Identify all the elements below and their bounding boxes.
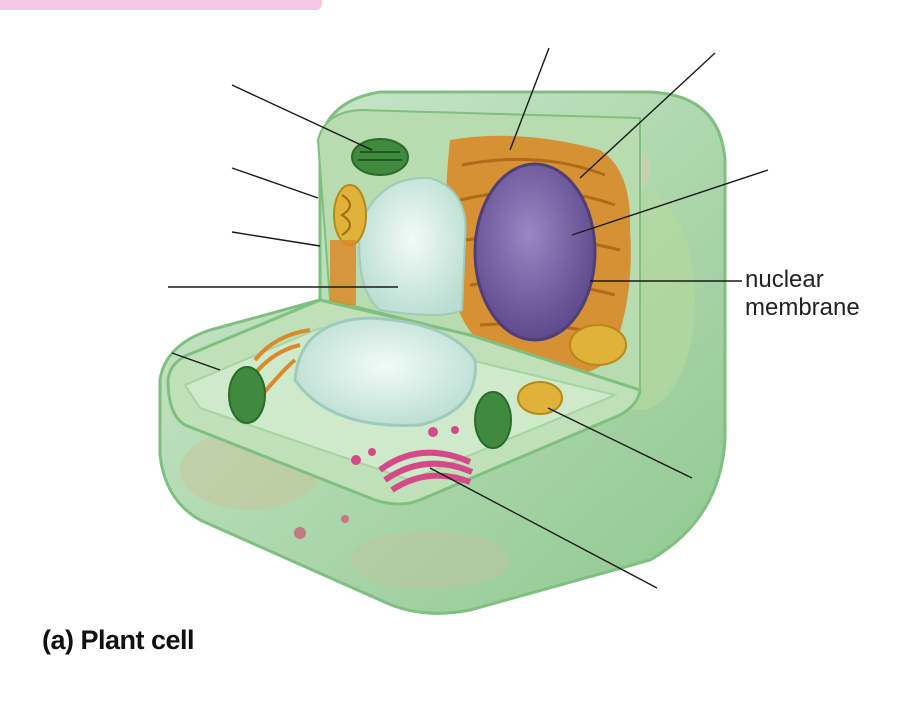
chloroplast-bottom-right: [475, 392, 511, 448]
mitochondrion-right: [570, 325, 626, 365]
wall-strip: [330, 240, 356, 305]
nucleus: [475, 164, 595, 340]
nuclear-membrane-label-line2: membrane: [745, 294, 860, 322]
mitochondrion-left: [334, 185, 366, 245]
nuclear-membrane-label-line1: nuclear: [745, 266, 860, 294]
nuclear-membrane-label: nuclear membrane: [745, 266, 860, 322]
mitochondrion-bottom: [518, 382, 562, 414]
central-vacuole-vertical: [359, 178, 465, 315]
figure-caption: (a) Plant cell: [42, 625, 194, 656]
chloroplast-bottom-left: [229, 367, 265, 423]
